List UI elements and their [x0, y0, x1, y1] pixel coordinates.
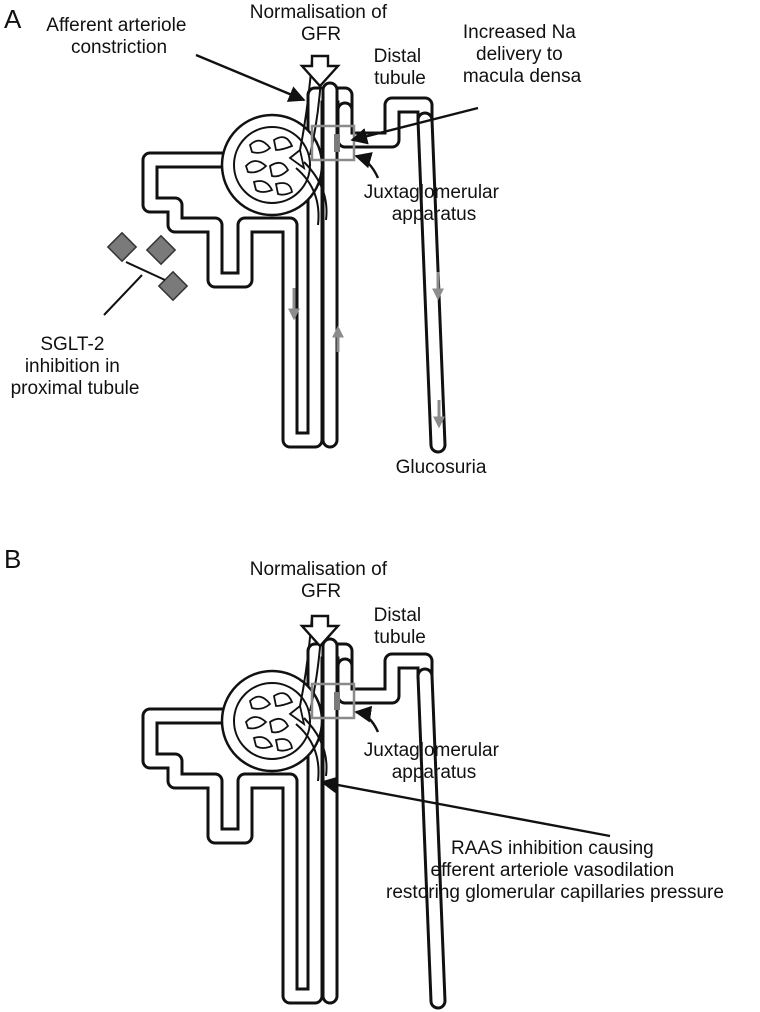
afferent-label: Afferent arteriole constriction	[46, 15, 191, 58]
sglt2-transporter-3	[157, 270, 189, 302]
nephron-a	[150, 60, 438, 445]
macula-densa-a	[334, 134, 340, 152]
na-pointer	[350, 106, 479, 145]
gfr-arrow-b	[299, 614, 341, 648]
raas-label: RAAS inhibition causing efferent arterio…	[386, 838, 724, 903]
panel-a: A Normalisation of GFR Afferent arteriol…	[4, 2, 582, 478]
panel-b: B Normalisation of GFR Distal tubule Jux…	[4, 544, 724, 1001]
nephron-b	[150, 616, 438, 1001]
sglt-label: SGLT-2 inhibition in proximal tubule	[11, 334, 140, 399]
sglt2-transporter-2	[145, 234, 177, 266]
jga-pointer-a	[354, 152, 380, 179]
distal-label-b: Distal tubule	[374, 605, 427, 648]
panel-a-letter: A	[4, 4, 22, 34]
sglt2-transporter-1	[106, 231, 138, 263]
gfr-title-b: Normalisation of GFR	[250, 559, 393, 602]
sglt-pointer	[103, 274, 143, 316]
jga-label-a: Juxtaglomerular apparatus	[364, 182, 504, 225]
macula-densa-b	[334, 692, 340, 710]
jga-pointer-b	[354, 705, 380, 733]
afferent-pointer	[195, 53, 306, 102]
jga-box-b	[310, 682, 356, 720]
gfr-title-a: Normalisation of GFR	[250, 2, 393, 45]
gfr-arrow-a	[299, 54, 341, 88]
glucosuria-label: Glucosuria	[396, 457, 487, 478]
raas-pointer	[320, 776, 611, 838]
distal-label-a: Distal tubule	[374, 46, 427, 89]
na-label: Increased Na delivery to macula densa	[463, 22, 582, 87]
jga-label-b: Juxtaglomerular apparatus	[364, 740, 504, 783]
panel-b-letter: B	[4, 544, 21, 574]
